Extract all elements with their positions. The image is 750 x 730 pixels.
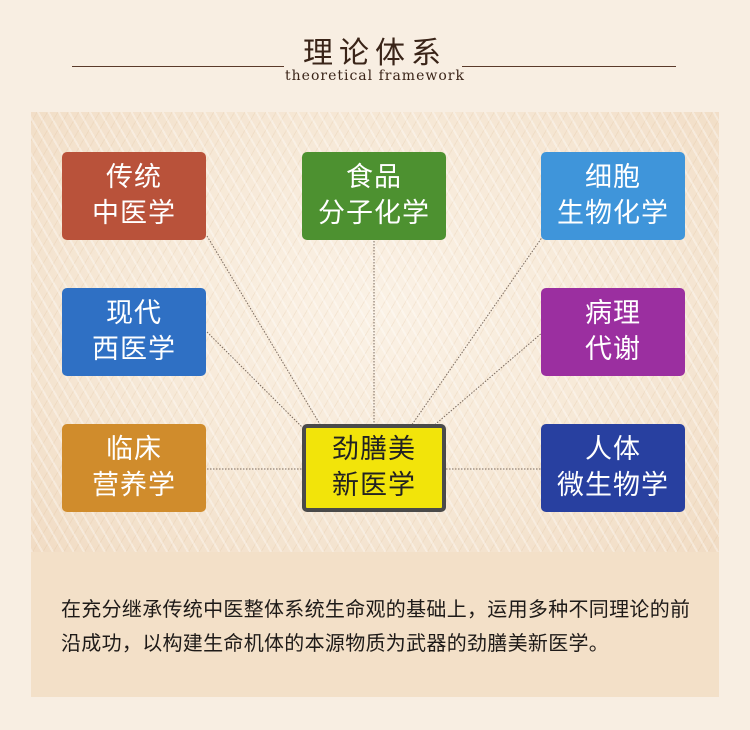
description-text: 在充分继承传统中医整体系统生命观的基础上，运用多种不同理论的前沿成功，以构建生命… (61, 597, 691, 655)
node-patho-metab: 病理 代谢 (541, 288, 685, 376)
node-human-micro: 人体 微生物学 (541, 424, 685, 512)
node-center: 劲膳美 新医学 (302, 424, 446, 512)
node-clinical-nutrition-line1: 临床 (106, 434, 162, 465)
link-tcm (206, 235, 322, 427)
link-patho-metab (430, 331, 544, 429)
node-human-micro-line2: 微生物学 (557, 470, 669, 501)
node-tcm-line1: 传统 (106, 162, 162, 193)
link-cell-bio (410, 235, 544, 427)
node-food-chem: 食品 分子化学 (302, 152, 446, 240)
node-tcm-line2: 中医学 (92, 198, 176, 229)
node-food-chem-line2: 分子化学 (318, 198, 430, 229)
node-cell-bio: 细胞 生物化学 (541, 152, 685, 240)
node-patho-metab-line2: 代谢 (585, 334, 641, 365)
node-center-line1: 劲膳美 (332, 434, 416, 465)
node-tcm: 传统 中医学 (62, 152, 206, 240)
description-box: 在充分继承传统中医整体系统生命观的基础上，运用多种不同理论的前沿成功，以构建生命… (31, 552, 719, 697)
section-header: 理论体系 theoretical framework (0, 18, 750, 88)
section-subtitle: theoretical framework (285, 68, 465, 84)
node-human-micro-line1: 人体 (585, 434, 641, 465)
header-rule-right (462, 66, 676, 67)
node-patho-metab-line1: 病理 (585, 298, 641, 329)
node-cell-bio-line1: 细胞 (585, 162, 641, 193)
node-western-med: 现代 西医学 (62, 288, 206, 376)
node-center-line2: 新医学 (332, 470, 416, 501)
connector-lines (206, 235, 544, 470)
link-western-med (206, 331, 304, 429)
node-cell-bio-line2: 生物化学 (557, 198, 669, 229)
section-title: 理论体系 (303, 36, 447, 71)
node-clinical-nutrition-line2: 营养学 (92, 470, 176, 501)
node-western-med-line2: 西医学 (92, 334, 176, 365)
node-food-chem-line1: 食品 (346, 162, 402, 193)
header-rule-left (72, 66, 284, 67)
node-western-med-line1: 现代 (106, 298, 162, 329)
node-clinical-nutrition: 临床 营养学 (62, 424, 206, 512)
framework-diagram: 传统 中医学 食品 分子化学 细胞 生物化学 现代 西医学 病理 代谢 临床 营… (31, 112, 719, 552)
